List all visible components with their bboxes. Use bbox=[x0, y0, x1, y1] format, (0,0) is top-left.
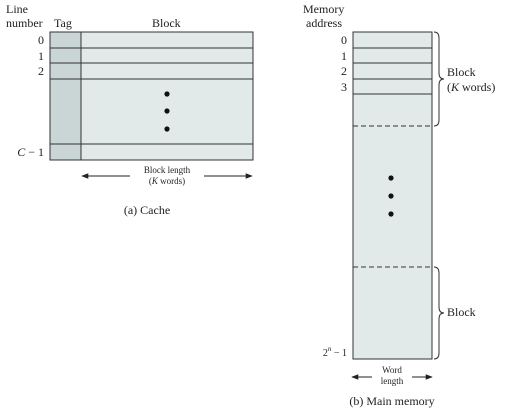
cache-line-label: 0 bbox=[38, 33, 44, 47]
memory-block-label-2: Block bbox=[447, 305, 476, 319]
memory-ellipsis-dot bbox=[388, 193, 394, 199]
memory-block-label: Block bbox=[447, 65, 476, 79]
memory-address-label: 3 bbox=[341, 80, 347, 94]
cache-row-dividers bbox=[50, 47, 253, 145]
memory-header-memory: Memory bbox=[303, 2, 344, 16]
memory-address-label: 2 bbox=[341, 64, 347, 78]
cache-ellipsis-dot bbox=[164, 108, 170, 114]
cache-line-label: 1 bbox=[38, 49, 44, 63]
cache-tag-column bbox=[49, 31, 82, 161]
cache-header-number: number bbox=[6, 16, 43, 30]
cache-ellipsis-dot bbox=[164, 126, 170, 132]
block-brace-bottom bbox=[433, 266, 445, 360]
block-length-label: Block length bbox=[144, 165, 191, 175]
block-brace-top bbox=[433, 31, 445, 127]
memory-ellipsis-dot bbox=[388, 211, 394, 217]
memory-header-address: address bbox=[306, 16, 342, 30]
memory-block-words: (K words) bbox=[447, 80, 495, 94]
word-length-label: Word bbox=[382, 365, 402, 375]
cache-caption: (a) Cache bbox=[124, 203, 170, 217]
cache-header-tag: Tag bbox=[54, 16, 72, 30]
cache-header-block: Block bbox=[152, 16, 181, 30]
memory-row-dividers bbox=[353, 47, 432, 95]
memory-last-address-label: 2n − 1 bbox=[323, 345, 347, 359]
word-length-label-2: length bbox=[381, 376, 404, 386]
memory-caption: (b) Main memory bbox=[349, 394, 434, 408]
main-memory-diagram: Memory address 0 1 2 3 2n − 1 Block (K w… bbox=[303, 2, 495, 408]
memory-address-label: 1 bbox=[341, 49, 347, 63]
memory-address-label: 0 bbox=[341, 33, 347, 47]
cache-ellipsis-dot bbox=[164, 91, 170, 97]
cache-last-line-label: C − 1 bbox=[17, 145, 44, 159]
block-length-words: (K words) bbox=[149, 176, 185, 186]
cache-diagram: Line number Tag Block 0 1 2 C − 1 Block … bbox=[6, 2, 254, 217]
cache-header-line: Line bbox=[6, 2, 28, 16]
memory-ellipsis-dot bbox=[388, 175, 394, 181]
cache-line-label: 2 bbox=[38, 64, 44, 78]
